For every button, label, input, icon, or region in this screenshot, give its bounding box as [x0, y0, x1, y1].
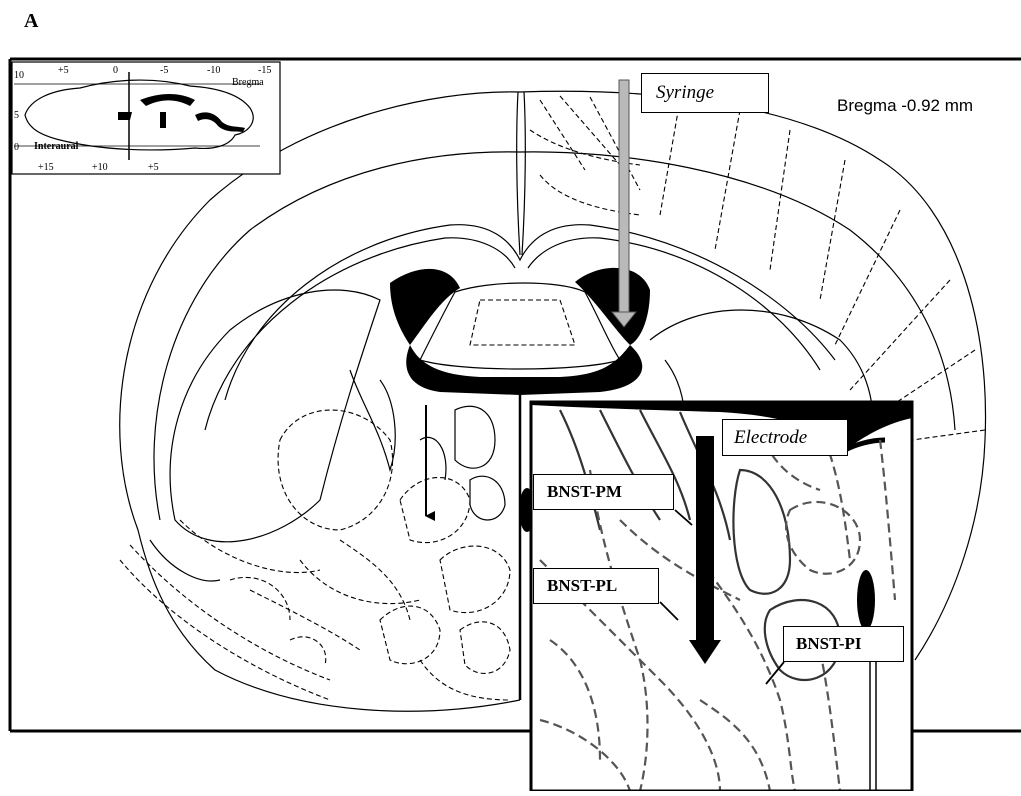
inset-bregma-label: Bregma	[232, 77, 264, 88]
midline-fissure	[517, 92, 526, 255]
inset-bottom-tick: +10	[92, 162, 108, 173]
right-lateral-ventricle	[575, 268, 650, 345]
inset-bottom-tick: +15	[38, 162, 54, 173]
inset-bottom-tick: +5	[148, 162, 159, 173]
inset-left-tick: 0	[14, 142, 19, 153]
inset-top-tick: -15	[258, 65, 271, 76]
subcortical-nuclei	[120, 406, 510, 700]
panel-label: A	[24, 10, 38, 33]
third-ventricle-band	[406, 345, 642, 395]
electrode-callout: Electrode	[722, 419, 848, 456]
inset-top-tick: 0	[113, 65, 118, 76]
bregma-coordinate-label: Bregma -0.92 mm	[837, 96, 973, 116]
hemisphere-left-lobe	[170, 290, 380, 542]
syringe-callout: Syringe	[641, 73, 769, 113]
inset-top-tick: -10	[207, 65, 220, 76]
fornix-left	[350, 370, 395, 470]
bnst-pl-callout: BNST-PL	[533, 568, 659, 604]
bnst-pm-callout: BNST-PM	[533, 474, 674, 510]
inset-interaural-label: Interaural	[34, 141, 79, 152]
left-lateral-ventricle	[390, 269, 460, 345]
inset-top-tick: -5	[160, 65, 168, 76]
inset-left-tick: 5	[14, 110, 19, 121]
bnst-pi-callout: BNST-PI	[783, 626, 904, 662]
syringe-shaft	[619, 80, 629, 312]
inset-top-tick: +5	[58, 65, 69, 76]
inset-left-tick: 10	[14, 70, 24, 81]
electrode-shaft	[696, 436, 714, 642]
septal-nucleus-dashes	[470, 300, 575, 345]
